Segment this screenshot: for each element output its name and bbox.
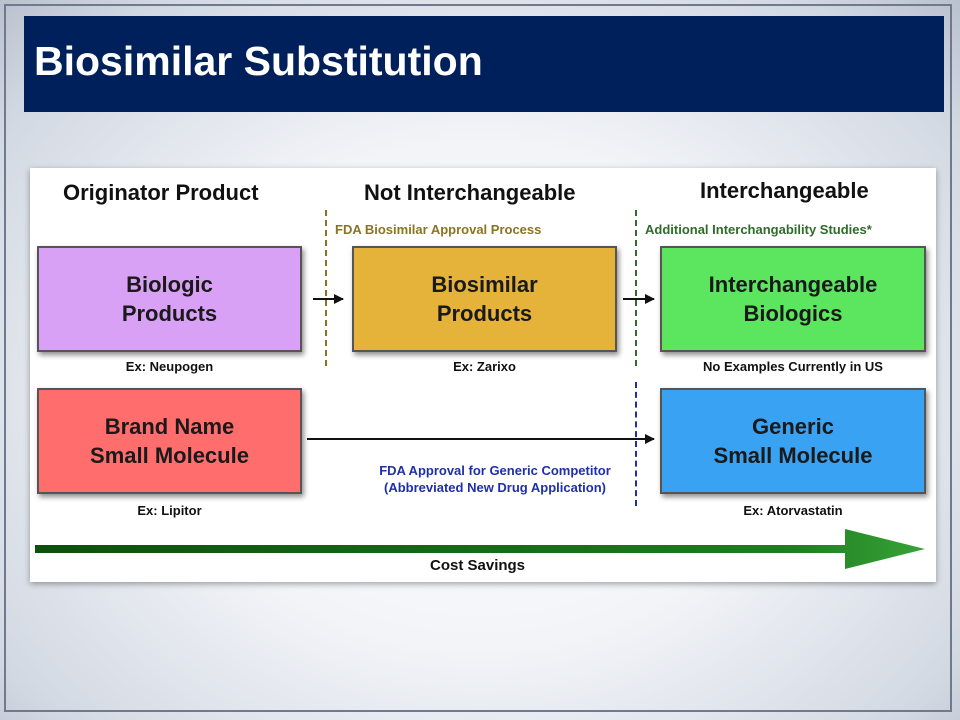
box-brand-name-label: Brand Name Small Molecule xyxy=(90,413,249,468)
box-generic-small-molecule: Generic Small Molecule xyxy=(660,388,926,494)
example-neupogen: Ex: Neupogen xyxy=(125,359,214,374)
divider-generic-approval xyxy=(635,382,637,506)
generic-approval-note: FDA Approval for Generic Competitor (Abb… xyxy=(360,462,630,497)
diagram-panel: Originator Product Not Interchangeable I… xyxy=(30,168,936,582)
column-header-not-interchangeable: Not Interchangeable xyxy=(364,180,576,205)
example-none-us: No Examples Currently in US xyxy=(703,359,883,374)
cost-savings-arrow xyxy=(35,529,925,569)
divider-additional-studies xyxy=(635,210,637,366)
arrows-layer xyxy=(35,294,925,569)
box-interchangeable-biologics: Interchangeable Biologics xyxy=(660,246,926,352)
cost-savings-label: Cost Savings xyxy=(430,557,526,574)
title-bar: Biosimilar Substitution xyxy=(24,16,944,112)
box-biosimilar-products: Biosimilar Products xyxy=(352,246,617,352)
box-biosimilar-products-label: Biosimilar Products xyxy=(431,271,538,326)
slide-frame xyxy=(4,4,952,712)
box-biologic-products: Biologic Products xyxy=(37,246,302,352)
slide-title: Biosimilar Substitution xyxy=(34,38,483,84)
column-header-interchangeable: Interchangeable xyxy=(700,178,869,203)
box-generic-label: Generic Small Molecule xyxy=(713,413,873,468)
box-interchangeable-biologics-label: Interchangeable Biologics xyxy=(708,271,878,326)
box-brand-name-small-molecule: Brand Name Small Molecule xyxy=(37,388,302,494)
generic-approval-line2: (Abbreviated New Drug Application) xyxy=(384,480,606,496)
column-header-originator: Originator Product xyxy=(63,180,259,205)
phase-label-fda-biosimilar: FDA Biosimilar Approval Process xyxy=(335,222,542,237)
box-biologic-products-label: Biologic Products xyxy=(121,271,218,326)
example-lipitor: Ex: Lipitor xyxy=(137,503,202,518)
phase-label-additional-studies: Additional Interchangability Studies* xyxy=(645,222,872,237)
example-atorvastatin: Ex: Atorvastatin xyxy=(743,503,843,518)
generic-approval-line1: FDA Approval for Generic Competitor xyxy=(379,463,611,478)
example-zarixo: Ex: Zarixo xyxy=(453,359,516,374)
divider-fda-biosimilar xyxy=(325,210,327,366)
